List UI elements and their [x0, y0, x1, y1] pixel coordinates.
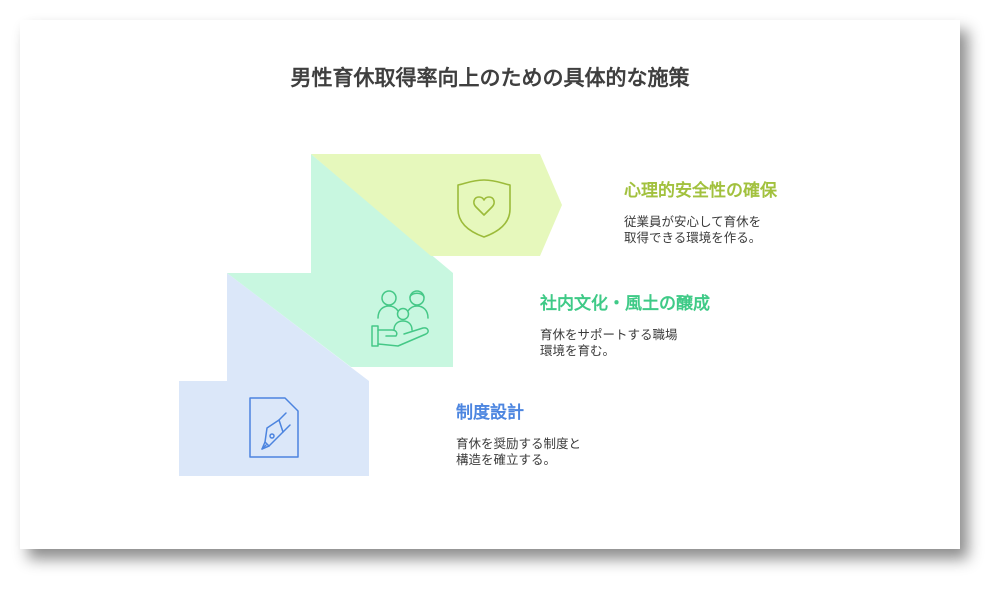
pen-document-icon [249, 397, 299, 458]
step-bottom-side [227, 273, 369, 381]
page-title: 男性育休取得率向上のための具体的な施策 [290, 66, 690, 90]
step-description: 育休をサポートする職場 環境を育む。 [540, 327, 678, 358]
card-background [20, 20, 960, 549]
step-heading: 制度設計 [456, 403, 524, 423]
step-label-culture: 社内文化・風土の醸成 育休をサポートする職場 環境を育む。 [540, 289, 710, 359]
shield-heart-icon [457, 179, 511, 238]
step-heading: 社内文化・風土の醸成 [540, 294, 710, 314]
step-heading: 心理的安全性の確保 [624, 181, 777, 201]
people-hand-icon [371, 290, 429, 347]
step-description: 従業員が安心して育休を 取得できる環境を作る。 [624, 214, 762, 245]
step-description: 育休を奨励する制度と 構造を確立する。 [456, 436, 582, 467]
step-label-psychological-safety: 心理的安全性の確保 従業員が安心して育休を 取得できる環境を作る。 [624, 176, 777, 246]
step-bottom-block [179, 381, 369, 476]
step-label-system-design: 制度設計 育休を奨励する制度と 構造を確立する。 [456, 398, 581, 468]
step-top-block [311, 154, 562, 256]
